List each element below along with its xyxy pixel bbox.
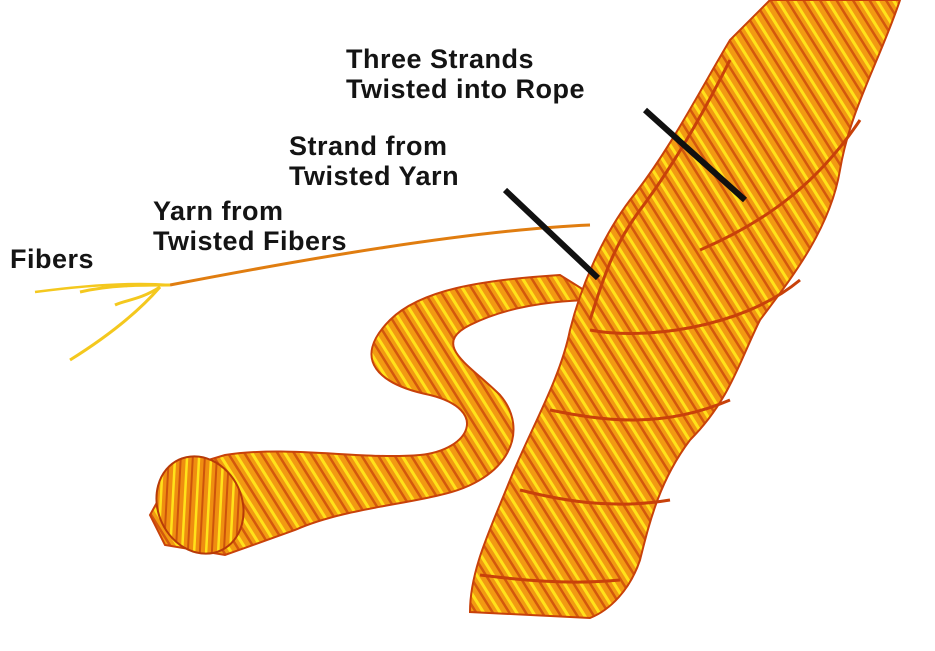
label-fibers-line1: Fibers (10, 244, 94, 274)
loose-fibers (35, 284, 170, 360)
label-strand-line2: Twisted Yarn (289, 161, 459, 191)
label-rope-line1: Three Strands (346, 44, 585, 74)
label-strand: Strand from Twisted Yarn (289, 131, 459, 191)
label-yarn-line2: Twisted Fibers (153, 226, 347, 256)
label-fibers: Fibers (10, 244, 94, 274)
label-rope-line2: Twisted into Rope (346, 74, 585, 104)
leader-strand (505, 190, 598, 278)
label-three-strands: Three Strands Twisted into Rope (346, 44, 585, 104)
label-strand-line1: Strand from (289, 131, 459, 161)
label-yarn: Yarn from Twisted Fibers (153, 196, 347, 256)
label-yarn-line1: Yarn from (153, 196, 347, 226)
